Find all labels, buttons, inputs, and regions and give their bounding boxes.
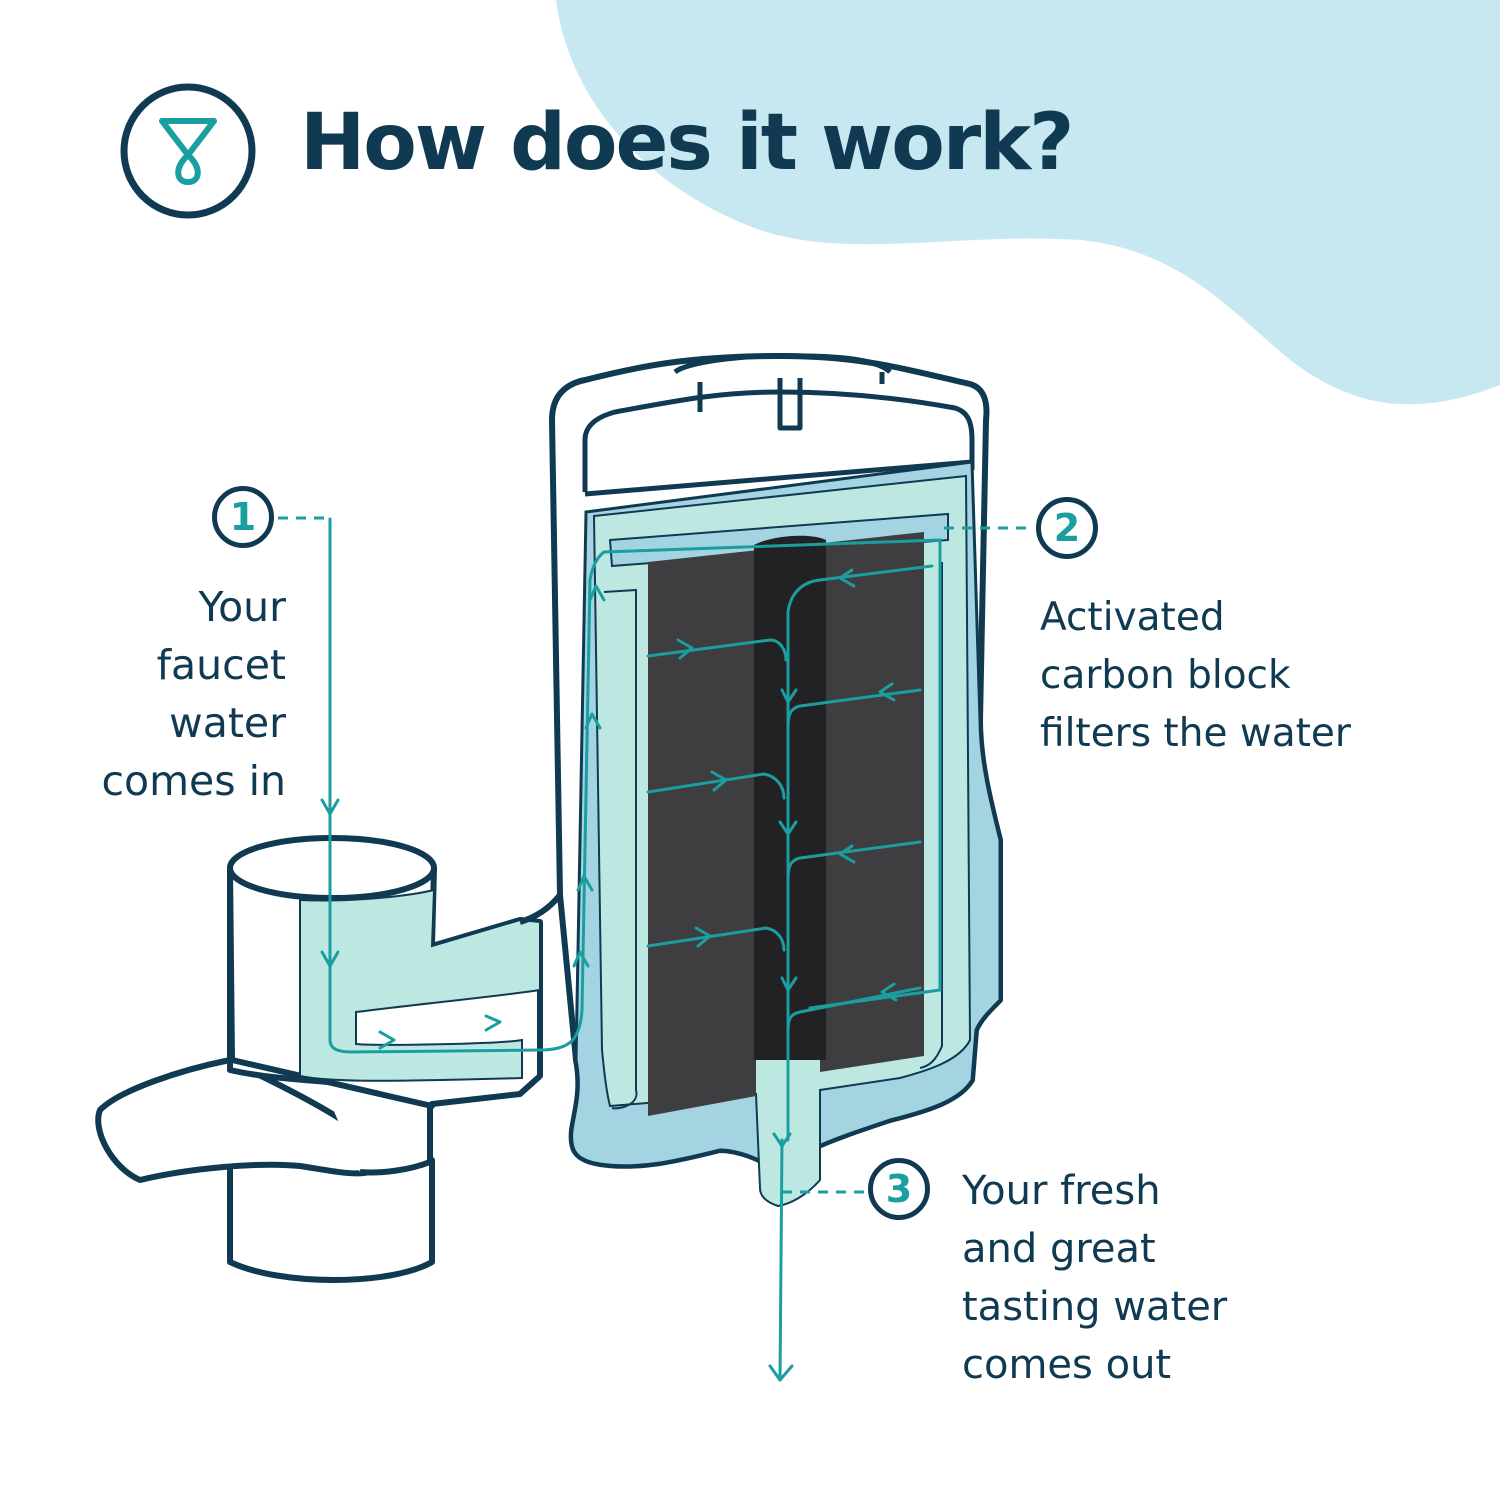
carbon-core xyxy=(754,535,826,1060)
callout-connectors xyxy=(278,516,1034,1194)
water-drop-filter-icon xyxy=(120,83,256,219)
step-2-label: Activated carbon block filters the water xyxy=(1040,595,1351,756)
background-blob xyxy=(556,0,1500,405)
step-1-label: Your faucet water comes in xyxy=(101,583,286,805)
page-title: How does it work? xyxy=(300,98,1074,188)
housing-cap xyxy=(582,353,975,497)
step-3-label: Your fresh and great tasting water comes… xyxy=(962,1168,1228,1388)
faucet-top xyxy=(227,835,437,901)
step-3-badge: 3 xyxy=(868,1158,930,1220)
step-1-badge: 1 xyxy=(212,486,274,548)
water-flow-path xyxy=(320,517,942,1382)
carbon-block xyxy=(603,512,949,1116)
faucet-water-channel xyxy=(299,888,541,1082)
step-2-badge: 2 xyxy=(1036,497,1098,559)
